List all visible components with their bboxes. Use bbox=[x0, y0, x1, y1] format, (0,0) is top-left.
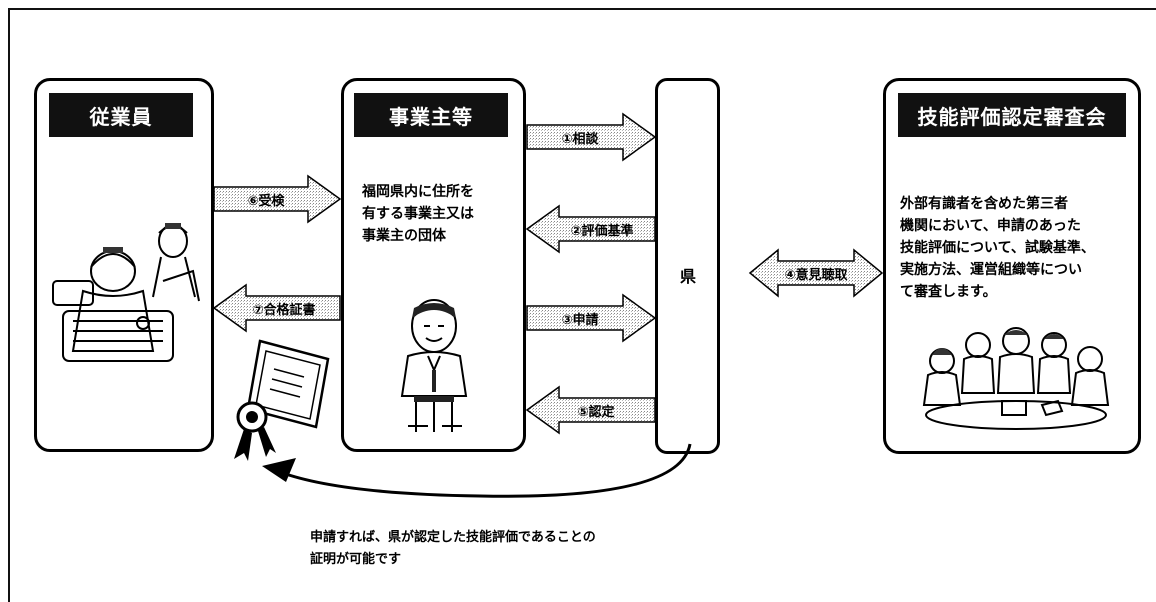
businessman-icon bbox=[400, 299, 468, 432]
certificate-label: ⑦合格証書 bbox=[252, 302, 316, 318]
committee-box: 技能評価認定審査会 外部有識者を含めた第三者 機関において、申請のあった 技能評… bbox=[883, 78, 1141, 454]
certify-arrow bbox=[525, 385, 656, 435]
return-curve-arrow bbox=[262, 443, 692, 498]
diagram-frame bbox=[8, 8, 1156, 602]
opinion-label: ④意見聴取 bbox=[784, 267, 848, 283]
worker-icon bbox=[52, 223, 200, 362]
certificate-arrow bbox=[212, 283, 341, 333]
meeting-icon bbox=[922, 327, 1110, 430]
employee-title: 従業員 bbox=[49, 93, 193, 137]
criteria-arrow bbox=[525, 204, 656, 254]
employer-description: 福岡県内に住所を 有する事業主又は 事業主の団体 bbox=[362, 184, 474, 244]
exam-arrow bbox=[213, 174, 342, 224]
consult-label: ①相談 bbox=[561, 131, 599, 147]
prefecture-label: 県 bbox=[680, 267, 697, 286]
committee-title: 技能評価認定審査会 bbox=[898, 93, 1126, 137]
exam-label: ⑥受検 bbox=[247, 193, 285, 209]
apply-label: ③申請 bbox=[561, 312, 599, 328]
certificate-icon bbox=[234, 339, 330, 461]
committee-description: 外部有識者を含めた第三者 機関において、申請のあった 技能評価について、試験基準… bbox=[900, 196, 1095, 300]
employee-box: 従業員 bbox=[34, 78, 214, 452]
employer-box: 事業主等 福岡県内に住所を 有する事業主又は 事業主の団体 bbox=[341, 78, 526, 452]
apply-arrow bbox=[526, 293, 657, 343]
prefecture-box: 県 bbox=[655, 78, 720, 454]
certify-label: ⑤認定 bbox=[577, 404, 615, 420]
employer-title: 事業主等 bbox=[354, 93, 508, 137]
footnote: 申請すれば、県が認定した技能評価であることの 証明が可能です bbox=[310, 530, 596, 567]
criteria-label: ②評価基準 bbox=[570, 223, 634, 239]
consult-arrow bbox=[526, 112, 657, 162]
opinion-arrow bbox=[748, 248, 884, 298]
